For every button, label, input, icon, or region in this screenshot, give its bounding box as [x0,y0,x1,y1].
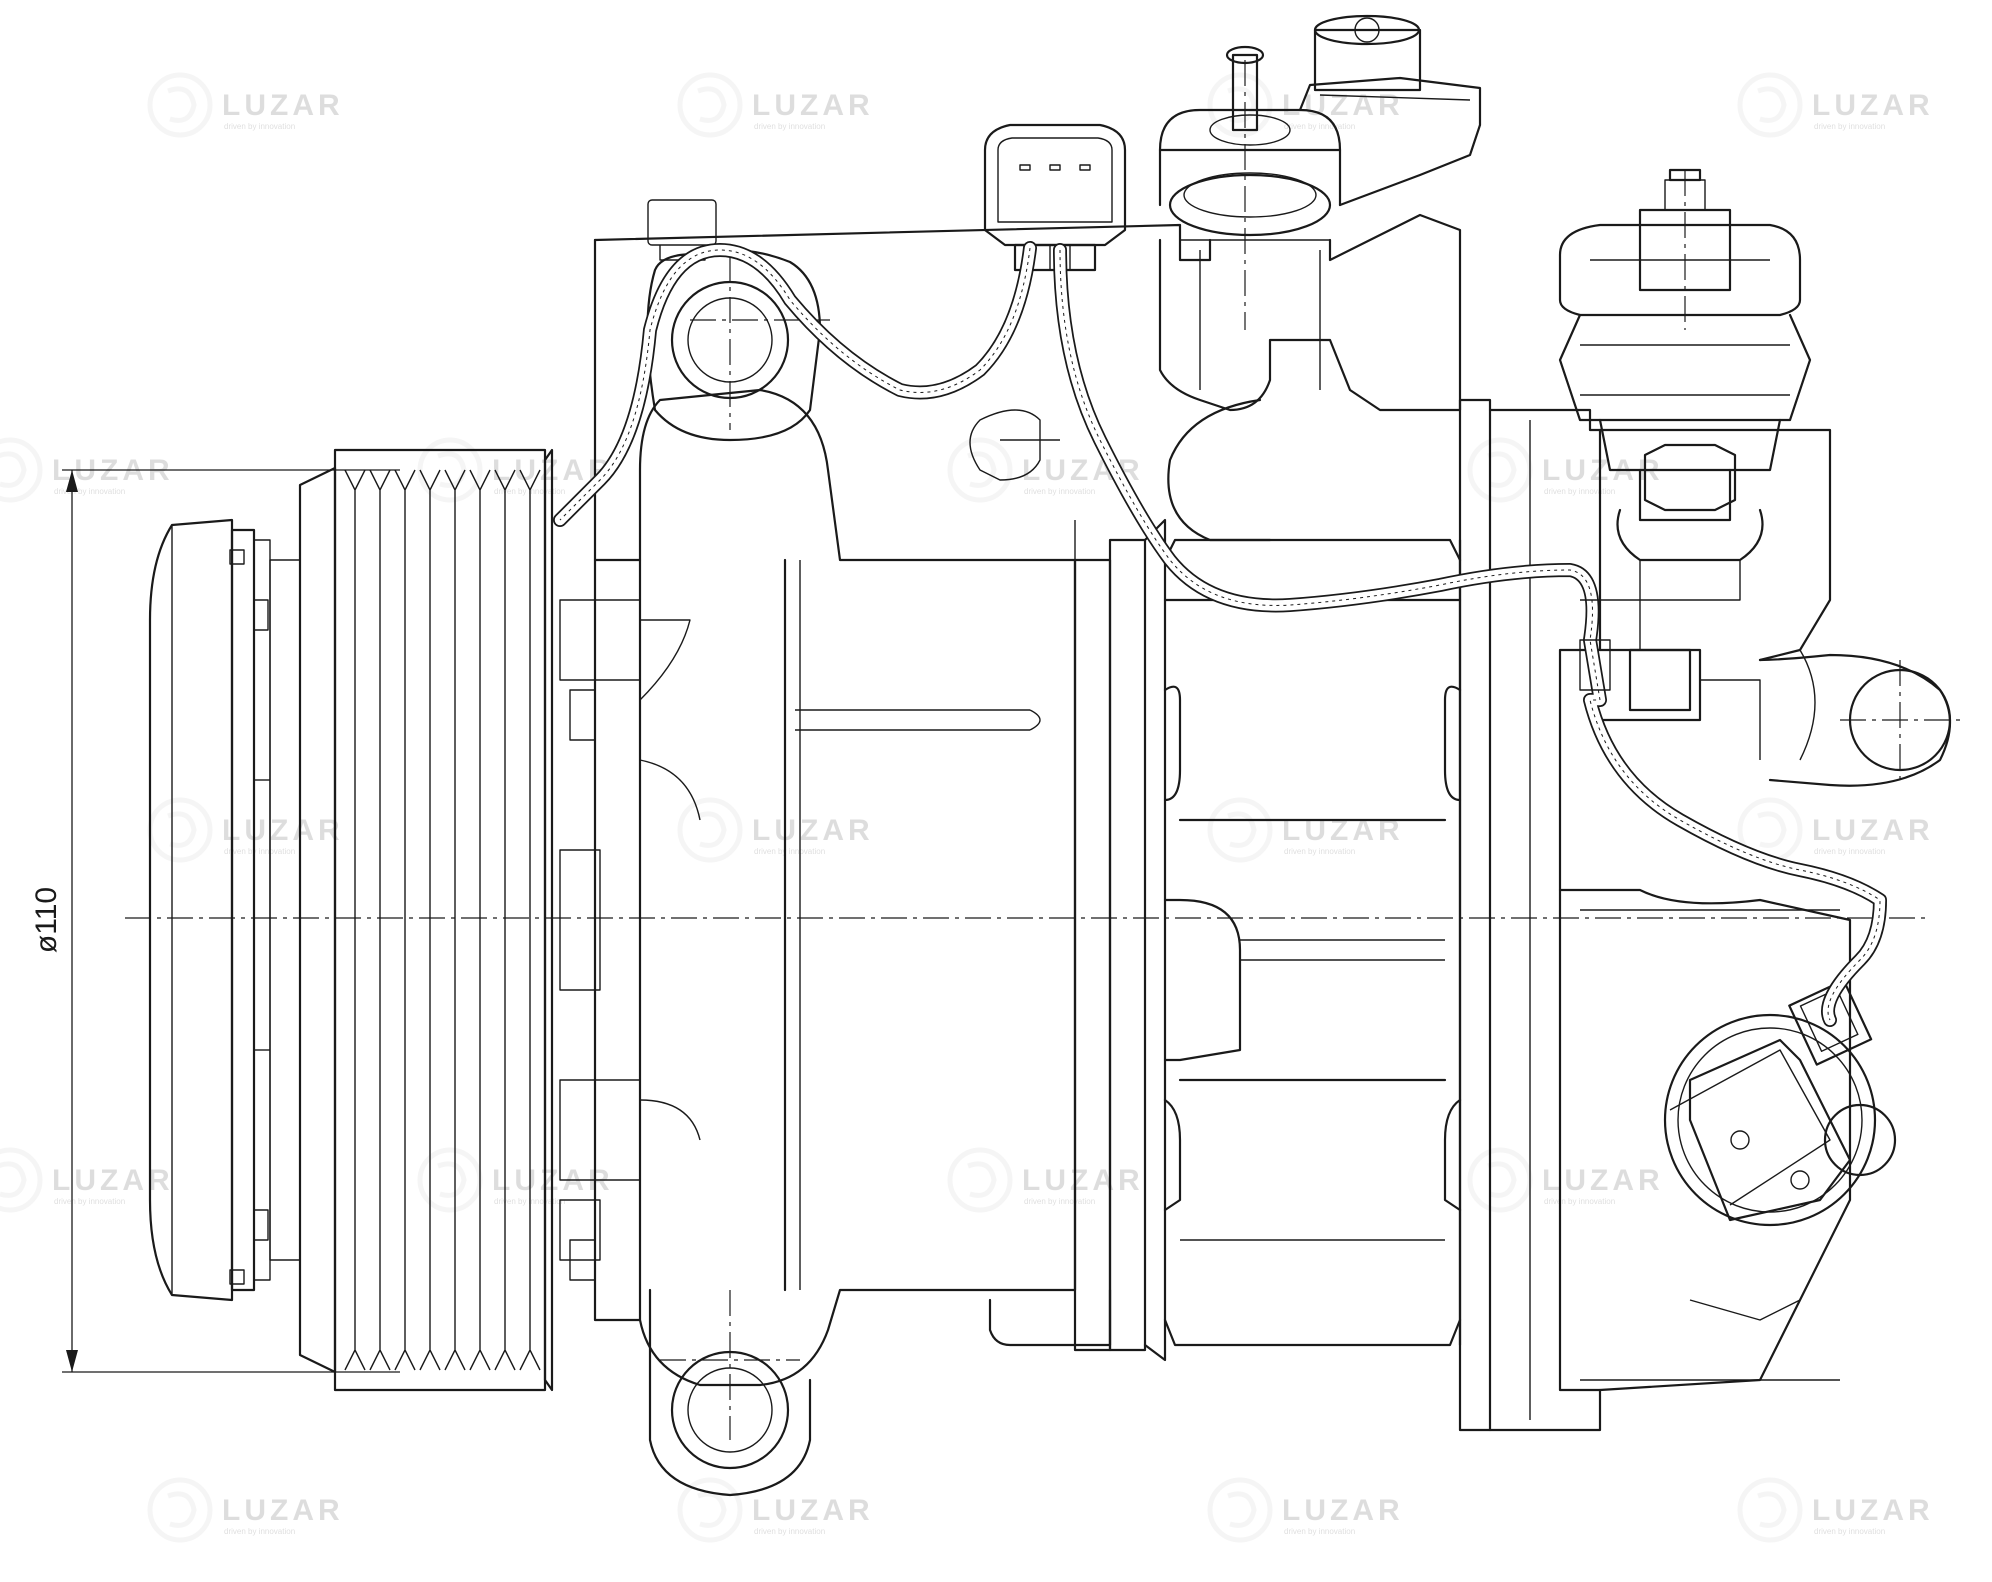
discharge-port [1158,14,1482,412]
svg-text:driven by innovation: driven by innovation [1814,847,1885,856]
pulley [298,448,554,1392]
clutch-hub [148,518,301,1302]
svg-text:LUZAR: LUZAR [222,89,344,122]
main-body [1073,398,1492,1432]
diameter-dimension: ø110 [30,469,400,1373]
svg-text:driven by innovation: driven by innovation [224,122,295,131]
front-housing [559,199,1212,1497]
svg-text:LUZAR: LUZAR [222,1494,344,1527]
svg-text:driven by innovation: driven by innovation [1284,122,1355,131]
svg-text:LUZAR: LUZAR [1812,814,1934,847]
wire-harness [553,241,1887,1027]
svg-text:LUZAR: LUZAR [1812,1494,1934,1527]
svg-text:driven by innovation: driven by innovation [754,847,825,856]
svg-text:driven by innovation: driven by innovation [1544,1197,1615,1206]
svg-text:LUZAR: LUZAR [1282,1494,1404,1527]
svg-text:driven by innovation: driven by innovation [1024,487,1095,496]
svg-text:driven by innovation: driven by innovation [754,122,825,131]
svg-text:LUZAR: LUZAR [52,1164,174,1197]
svg-text:driven by innovation: driven by innovation [1544,487,1615,496]
svg-text:driven by innovation: driven by innovation [1814,1527,1885,1536]
misc-details [569,398,1641,1281]
svg-text:LUZAR: LUZAR [752,1494,874,1527]
svg-text:driven by innovation: driven by innovation [1284,847,1355,856]
svg-text:driven by innovation: driven by innovation [224,1527,295,1536]
svg-text:LUZAR: LUZAR [1282,89,1404,122]
svg-text:driven by innovation: driven by innovation [1284,1527,1355,1536]
svg-text:driven by innovation: driven by innovation [54,487,125,496]
svg-text:driven by innovation: driven by innovation [1814,122,1885,131]
svg-text:LUZAR: LUZAR [1542,1164,1664,1197]
svg-text:driven by innovation: driven by innovation [1024,1197,1095,1206]
svg-text:LUZAR: LUZAR [1022,1164,1144,1197]
svg-text:LUZAR: LUZAR [1812,89,1934,122]
svg-text:driven by innovation: driven by innovation [224,847,295,856]
svg-text:LUZAR: LUZAR [222,814,344,847]
centerlines [125,60,1960,1440]
svg-text:LUZAR: LUZAR [752,89,874,122]
suction-port [1558,168,1812,601]
diameter-label: ø110 [30,887,63,953]
svg-text:LUZAR: LUZAR [752,814,874,847]
svg-text:driven by innovation: driven by innovation [54,1197,125,1206]
svg-text:driven by innovation: driven by innovation [754,1527,825,1536]
